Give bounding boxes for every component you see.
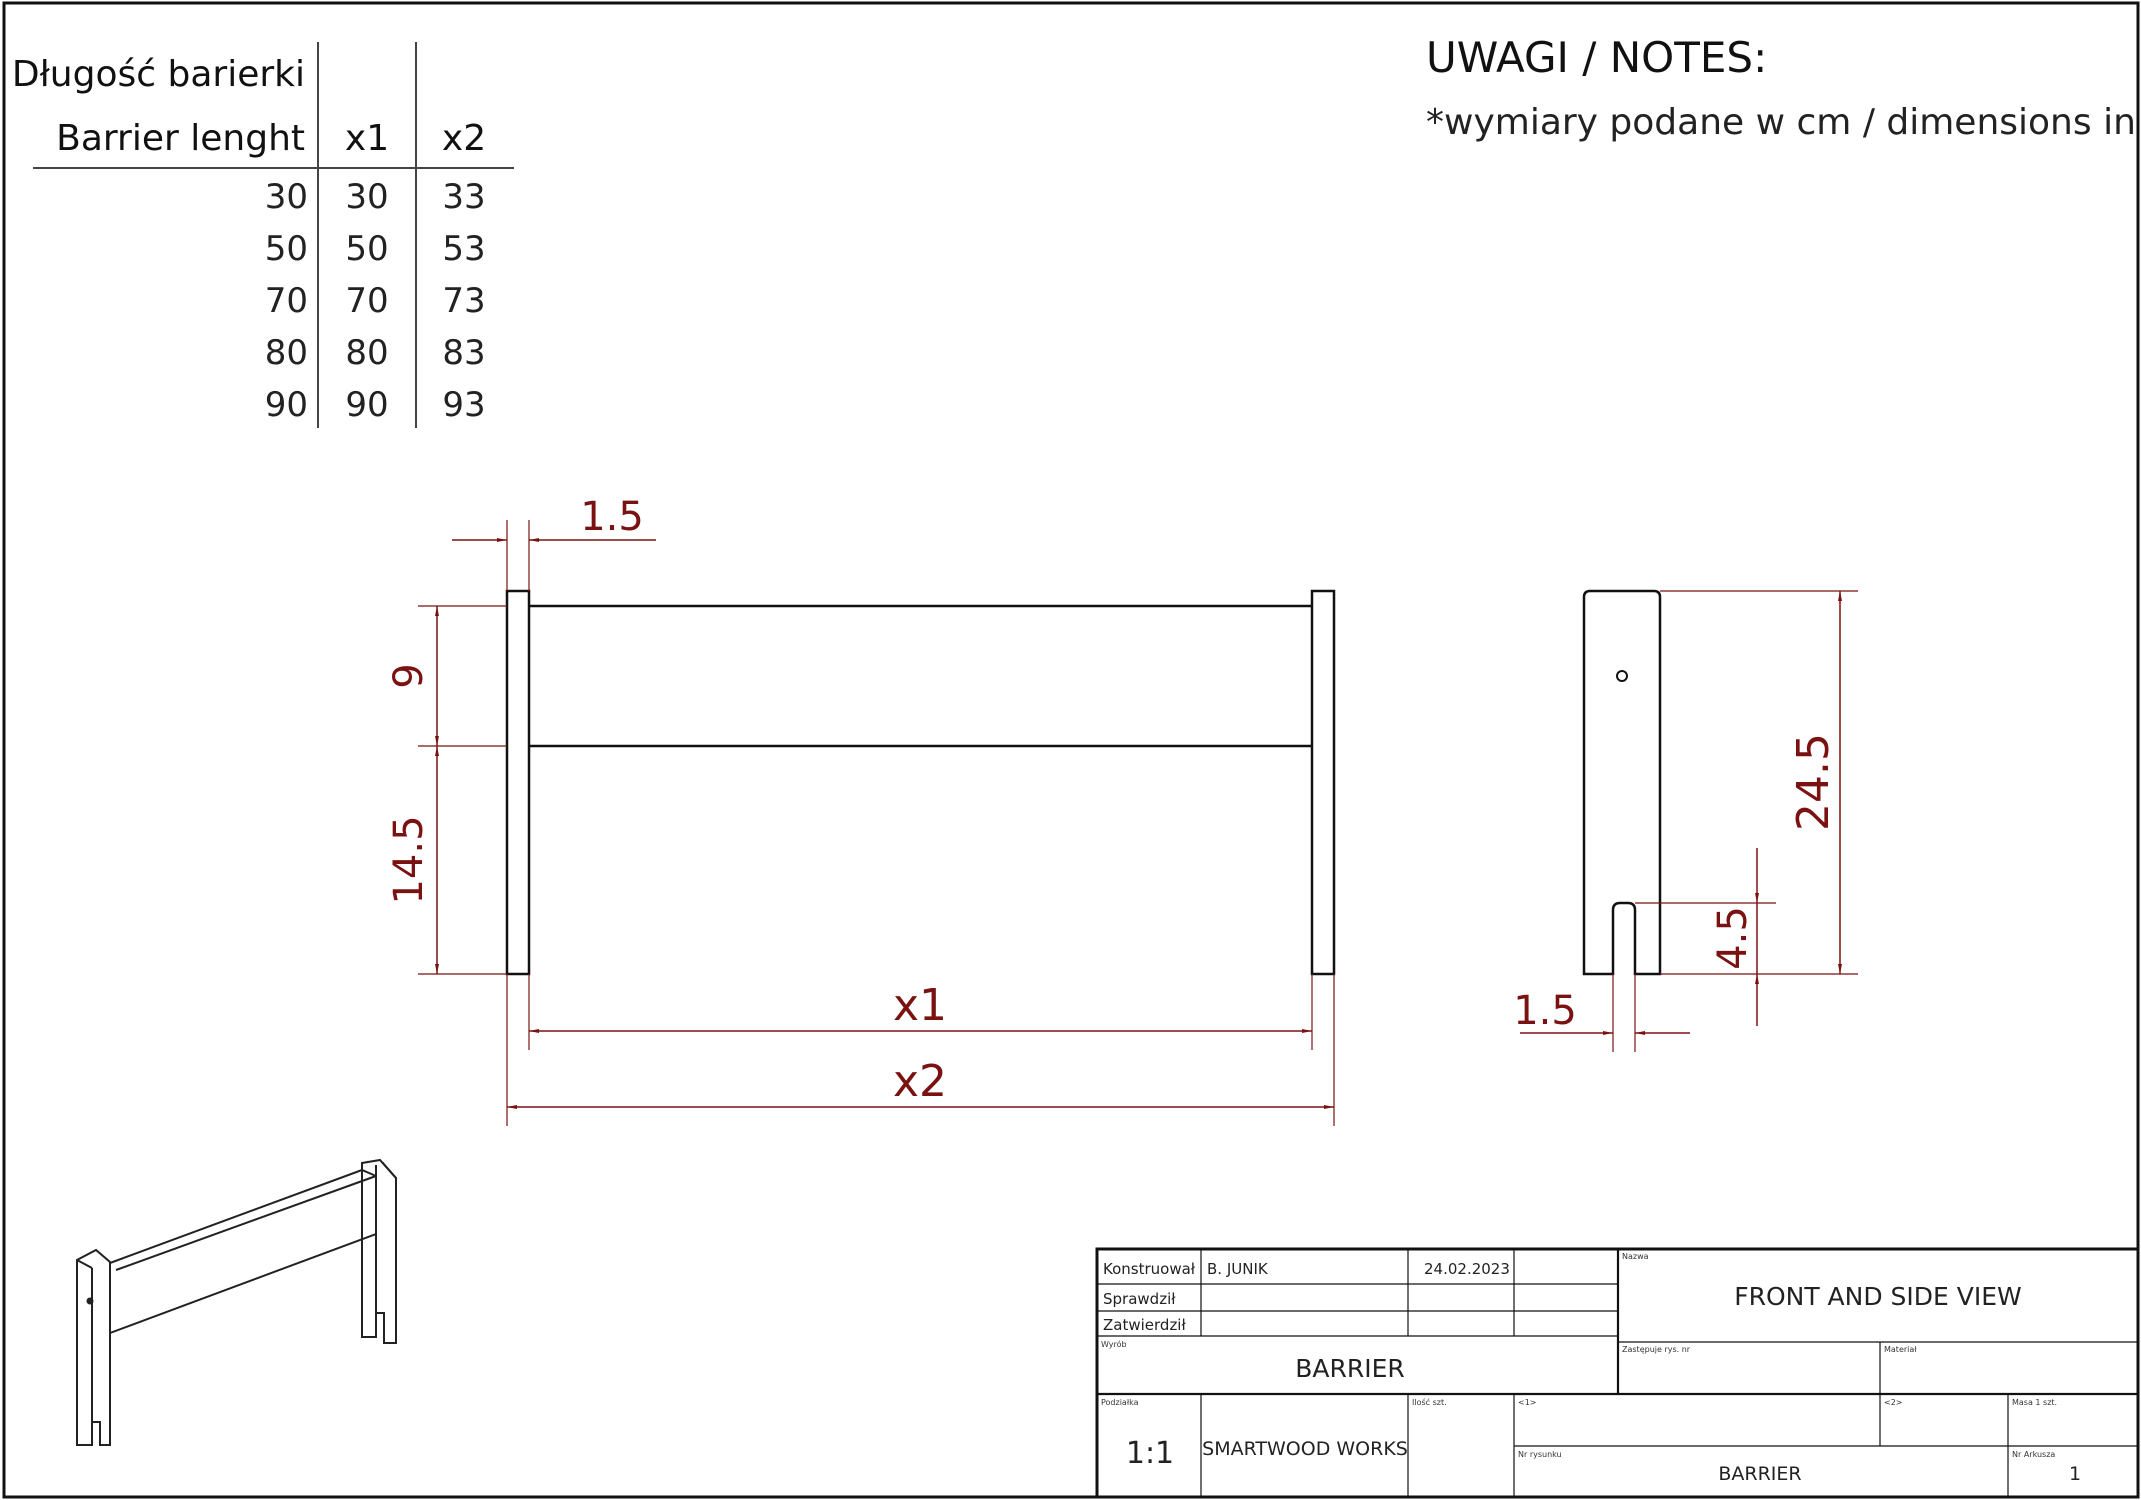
- table-header-pl: Długość barierki: [12, 54, 305, 95]
- tb-field1-label: <1>: [1518, 1398, 1537, 1407]
- bolt-hole-icon: [1616, 670, 1628, 682]
- table-cell-x1: 50: [345, 229, 388, 269]
- front-view: 1.5 9 14.5 x1 x2: [386, 494, 1336, 1126]
- tb-approved-label: Zatwierdził: [1103, 1316, 1186, 1334]
- table-cell-x2: 83: [442, 333, 485, 373]
- tb-material-label: Materiał: [1884, 1345, 1917, 1354]
- tb-mass-label: Masa 1 szt.: [2012, 1398, 2057, 1407]
- iso-edge: [115, 1175, 377, 1271]
- dim-slot-depth: 4.5: [1710, 906, 1756, 970]
- table-row: 30 30 33: [265, 177, 486, 217]
- table-cell-length: 80: [265, 333, 308, 373]
- table-cell-x1: 90: [345, 385, 388, 425]
- table-cell-length: 50: [265, 229, 308, 269]
- dim-post-thickness: 1.5: [580, 494, 644, 540]
- tb-scale: 1:1: [1126, 1436, 1174, 1471]
- dimension-table: Długość barierki Barrier lenght x1 x2 30…: [12, 42, 514, 428]
- tb-checked-label: Sprawdził: [1103, 1290, 1176, 1308]
- tb-qty-label: Ilość szt.: [1412, 1397, 1447, 1407]
- dim-total-height: 24.5: [1788, 733, 1839, 831]
- iso-edge: [76, 1259, 93, 1269]
- table-cell-length: 30: [265, 177, 308, 217]
- iso-edge: [381, 1161, 397, 1179]
- iso-rail: [109, 1168, 377, 1334]
- notes-title: UWAGI / NOTES:: [1426, 33, 1767, 82]
- iso-bolt-icon: [86, 1297, 94, 1305]
- tb-name-label: Nazwa: [1622, 1252, 1649, 1261]
- table-header-en: Barrier lenght: [56, 118, 305, 159]
- table-cell-x2: 93: [442, 385, 485, 425]
- title-block-text: Konstruował B. JUNIK 24.02.2023 Sprawdzi…: [1101, 1252, 2081, 1485]
- tb-sheet-no: 1: [2069, 1463, 2081, 1485]
- tb-field2-label: <2>: [1884, 1398, 1903, 1407]
- tb-drawing-name: FRONT AND SIDE VIEW: [1734, 1282, 2022, 1311]
- dim-rail-height: 9: [386, 663, 432, 688]
- right-post: [1310, 589, 1336, 976]
- tb-company: SMARTWOOD WORKS: [1202, 1438, 1408, 1460]
- side-post-outline: [1582, 589, 1662, 976]
- iso-left-post: [76, 1248, 111, 1446]
- tb-scale-label: Podziałka: [1101, 1398, 1139, 1407]
- tb-drawing-no-label: Nr rysunku: [1518, 1450, 1562, 1459]
- tb-product: BARRIER: [1295, 1354, 1405, 1383]
- iso-right-post: [361, 1158, 397, 1344]
- isometric-view: [76, 1158, 397, 1446]
- table-cell-x2: 33: [442, 177, 485, 217]
- table-header-x1: x1: [345, 118, 389, 159]
- tb-designed-label: Konstruował: [1103, 1260, 1196, 1278]
- tb-product-label: Wyrób: [1101, 1339, 1127, 1349]
- tb-date: 24.02.2023: [1424, 1260, 1510, 1278]
- table-cell-x2: 53: [442, 229, 485, 269]
- tb-sheet-label: Nr Arkusza: [2012, 1450, 2055, 1459]
- title-block: [1095, 1247, 2140, 1499]
- side-view: 24.5 4.5 1.5: [1513, 589, 1858, 1052]
- left-post: [505, 589, 531, 976]
- dim-inner-length: x1: [893, 980, 947, 1031]
- table-row: 80 80 83: [265, 333, 486, 373]
- table-row: 70 70 73: [265, 281, 486, 321]
- table-cell-x1: 80: [345, 333, 388, 373]
- tb-designed-by: B. JUNIK: [1207, 1260, 1269, 1278]
- table-cell-x1: 30: [345, 177, 388, 217]
- table-cell-length: 90: [265, 385, 308, 425]
- table-row: 50 50 53: [265, 229, 486, 269]
- dim-slot-width: 1.5: [1513, 988, 1577, 1034]
- table-header-x2: x2: [442, 118, 486, 159]
- dim-outer-length: x2: [893, 1056, 947, 1107]
- dim-lower-height: 14.5: [386, 815, 432, 904]
- notes-line: *wymiary podane w cm / dimensions in cm: [1426, 102, 2141, 143]
- table-cell-length: 70: [265, 281, 308, 321]
- table-row: 90 90 93: [265, 385, 486, 425]
- table-cell-x2: 73: [442, 281, 485, 321]
- tb-replaces-label: Zastępuje rys. nr: [1622, 1345, 1691, 1354]
- table-cell-x1: 70: [345, 281, 388, 321]
- tb-drawing-no: BARRIER: [1718, 1463, 1801, 1485]
